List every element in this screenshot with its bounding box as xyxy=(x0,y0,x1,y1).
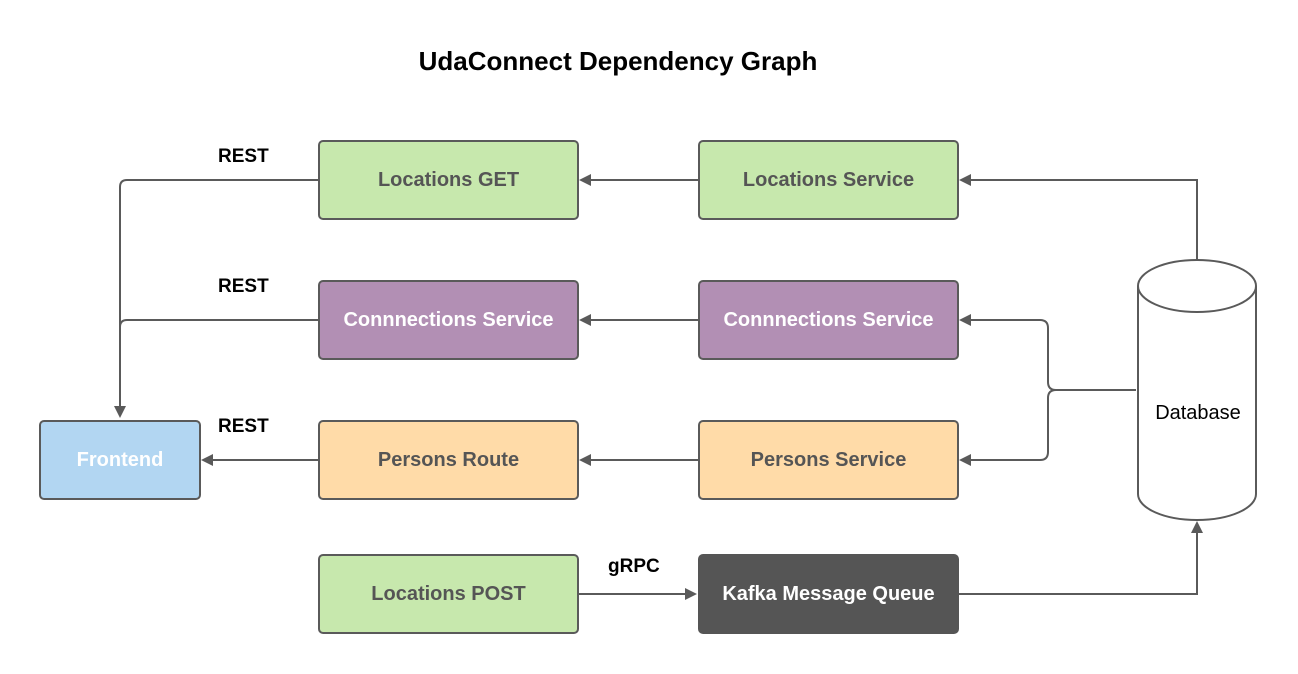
edge-label-rest-persons: REST xyxy=(218,416,269,437)
node-kafka-message-queue[interactable]: Kafka Message Queue xyxy=(698,554,959,634)
node-connections-service-right[interactable]: Connnections Service xyxy=(698,280,959,360)
edge-database-to-locations-service xyxy=(959,174,1198,260)
node-locations-service[interactable]: Locations Service xyxy=(698,140,959,220)
edge-label-grpc: gRPC xyxy=(608,556,660,577)
edge-locations-get-to-frontend xyxy=(114,179,318,418)
node-persons-route[interactable]: Persons Route xyxy=(318,420,579,500)
diagram-title: UdaConnect Dependency Graph xyxy=(418,46,818,76)
database-cylinder xyxy=(1137,259,1257,521)
edge-label-rest-locations: REST xyxy=(218,146,269,167)
node-database-label: Database xyxy=(1155,402,1241,424)
node-connections-service-left[interactable]: Connnections Service xyxy=(318,280,579,360)
node-locations-get[interactable]: Locations GET xyxy=(318,140,579,220)
node-persons-service[interactable]: Persons Service xyxy=(698,420,959,500)
edge-database-to-connections-service xyxy=(959,314,1057,391)
node-locations-post[interactable]: Locations POST xyxy=(318,554,579,634)
edge-kafka-to-database xyxy=(959,521,1203,595)
edge-label-rest-connections: REST xyxy=(218,276,269,297)
edge-connections-service-to-frontend xyxy=(119,319,318,328)
edge-database-to-persons-service xyxy=(959,389,1057,466)
node-frontend[interactable]: Frontend xyxy=(39,420,201,500)
